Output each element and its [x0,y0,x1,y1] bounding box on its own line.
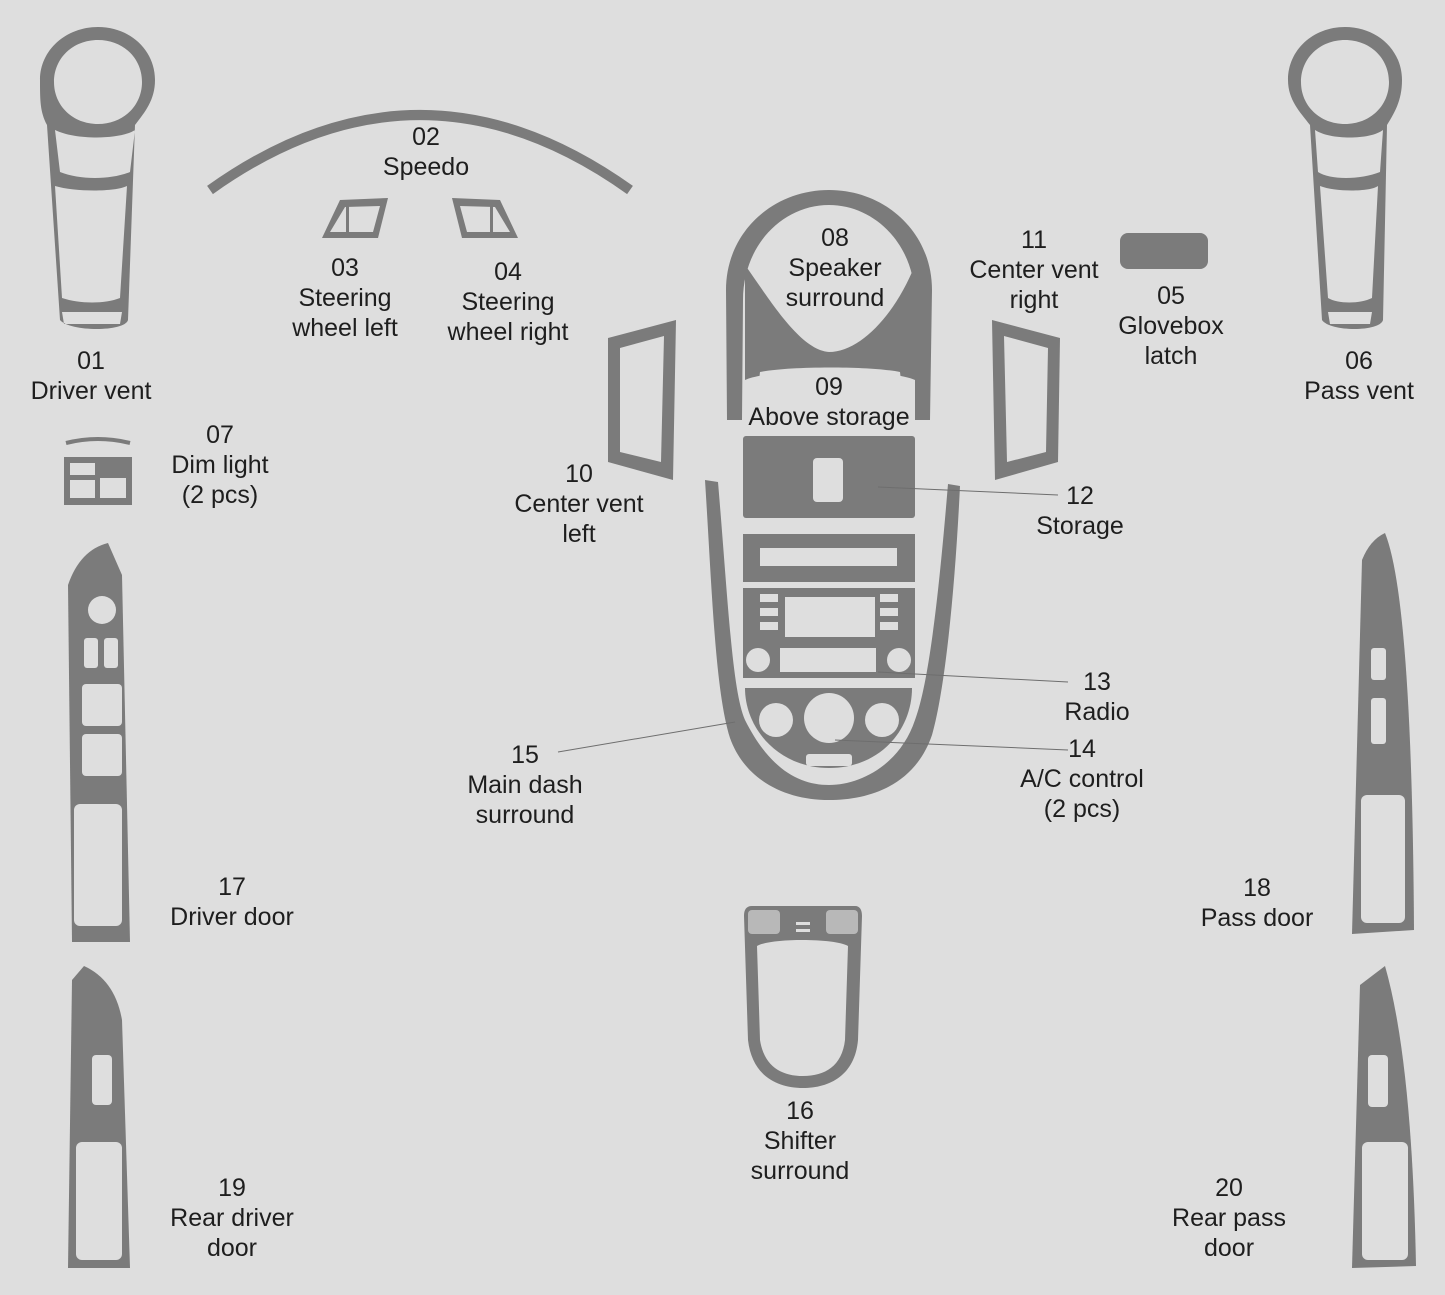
part-03-steering-wheel-left [322,198,388,238]
part-11-center-vent-right [992,320,1060,480]
part-12-storage [743,436,915,518]
leader-12 [877,486,1059,496]
part-06-pass-vent [1288,27,1402,329]
leader-14 [834,739,1069,751]
part-07-dim-light [64,437,132,505]
part-19-rear-driver-door [68,966,130,1268]
part-20-rear-pass-door [1352,966,1416,1268]
leader-13 [877,671,1069,683]
part-05-glovebox-latch [1120,233,1208,269]
part-02-speedo [207,110,633,195]
part-04-steering-wheel-right [452,198,518,238]
part-10-center-vent-left [608,320,676,480]
part-17-driver-door [68,543,130,942]
part-01-driver-vent [40,27,155,329]
part-14-ac-control [745,688,912,768]
part-08-speaker-surround [726,190,932,420]
part-16-shifter-surround [744,906,862,1088]
part-13-radio [743,534,915,678]
leader-15 [557,721,736,753]
part-18-pass-door [1352,533,1414,934]
